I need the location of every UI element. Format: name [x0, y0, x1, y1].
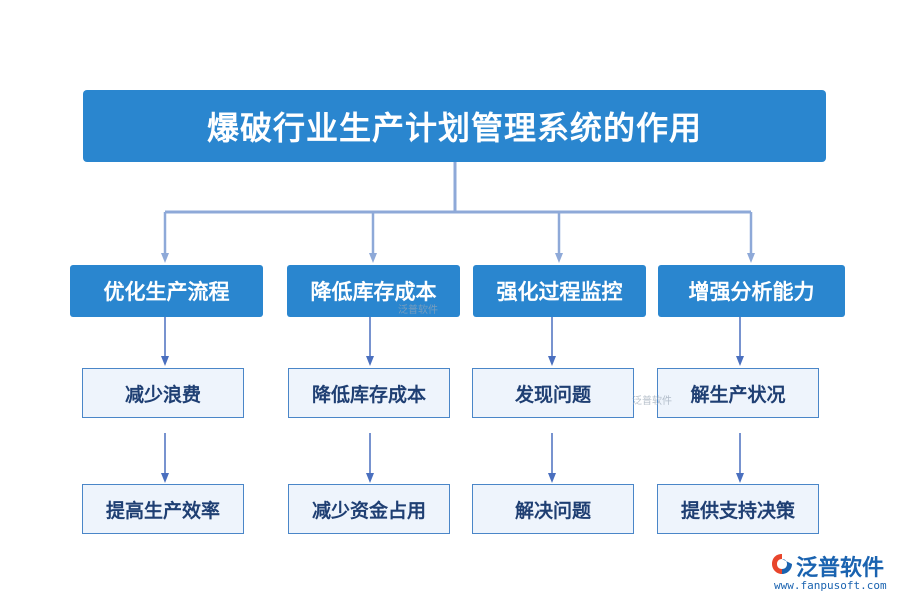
logo-url: www.fanpusoft.com	[774, 579, 887, 592]
item-support-decisions: 提供支持决策	[657, 484, 819, 534]
diagram-title: 爆破行业生产计划管理系统的作用	[83, 90, 826, 162]
brand-logo: 泛普软件 www.fanpusoft.com	[770, 548, 890, 596]
logo-name: 泛普软件	[796, 556, 885, 581]
item-improve-efficiency: 提高生产效率	[82, 484, 244, 534]
item-solve-problems: 解决问题	[472, 484, 634, 534]
category-analysis-capability: 增强分析能力	[658, 265, 845, 317]
watermark-2: 泛普软件	[632, 396, 672, 407]
item-production-status: 解生产状况	[657, 368, 819, 418]
item-reduce-capital: 减少资金占用	[288, 484, 450, 534]
category-process-monitoring: 强化过程监控	[473, 265, 646, 317]
item-reduce-waste: 减少浪费	[82, 368, 244, 418]
category-reduce-inventory-cost: 降低库存成本	[287, 265, 460, 317]
item-find-problems: 发现问题	[472, 368, 634, 418]
watermark-1: 泛普软件	[398, 305, 438, 316]
item-reduce-inventory-cost: 降低库存成本	[288, 368, 450, 418]
category-optimize-production: 优化生产流程	[70, 265, 263, 317]
logo-mark-icon	[772, 554, 792, 574]
